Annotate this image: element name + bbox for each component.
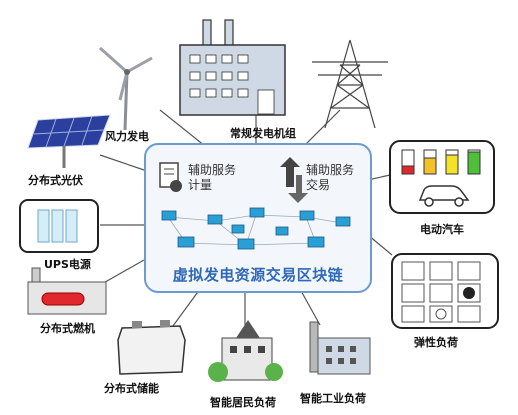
house-icon: [208, 320, 283, 382]
transmission-tower-icon: [312, 39, 388, 129]
gas-engine-icon: [27, 267, 107, 315]
label-ups: UPS电源: [44, 258, 91, 271]
metering-label: 辅助服务计量: [188, 163, 237, 192]
trading-label: 辅助服务交易: [306, 163, 355, 192]
label-thermal: 常规发电机组: [230, 127, 296, 140]
blockchain-hub: 辅助服务计量 辅助服务交易 虚拟发电资源交易区块链: [144, 143, 372, 293]
label-storage: 分布式储能: [104, 382, 159, 395]
label-residential: 智能居民负荷: [210, 396, 276, 409]
power-plant-icon: [179, 19, 286, 116]
ev-box: [389, 140, 495, 214]
exchange-arrows-icon: [280, 157, 308, 203]
label-ev: 电动汽车: [420, 223, 464, 236]
label-industrial: 智能工业负荷: [300, 392, 366, 405]
wind-turbine-icon: [99, 46, 153, 131]
storage-battery-icon: [117, 320, 186, 375]
ups-box: [19, 199, 99, 253]
solar-panel-icon: [27, 114, 111, 168]
label-pv: 分布式光伏: [28, 174, 83, 187]
label-gas: 分布式燃机: [40, 322, 95, 335]
hub-graphics: [159, 157, 351, 250]
label-wind: 风力发电: [105, 130, 149, 143]
document-check-icon: [159, 162, 182, 192]
laptop-icon: [161, 207, 351, 250]
ups-battery-icon: [37, 209, 50, 243]
car-icon: [418, 185, 470, 201]
load-switch-icon: [391, 253, 499, 329]
factory-icon: [309, 321, 371, 375]
hub-title: 虚拟发电资源交易区块链: [172, 266, 344, 284]
label-flex: 弹性负荷: [414, 336, 458, 349]
